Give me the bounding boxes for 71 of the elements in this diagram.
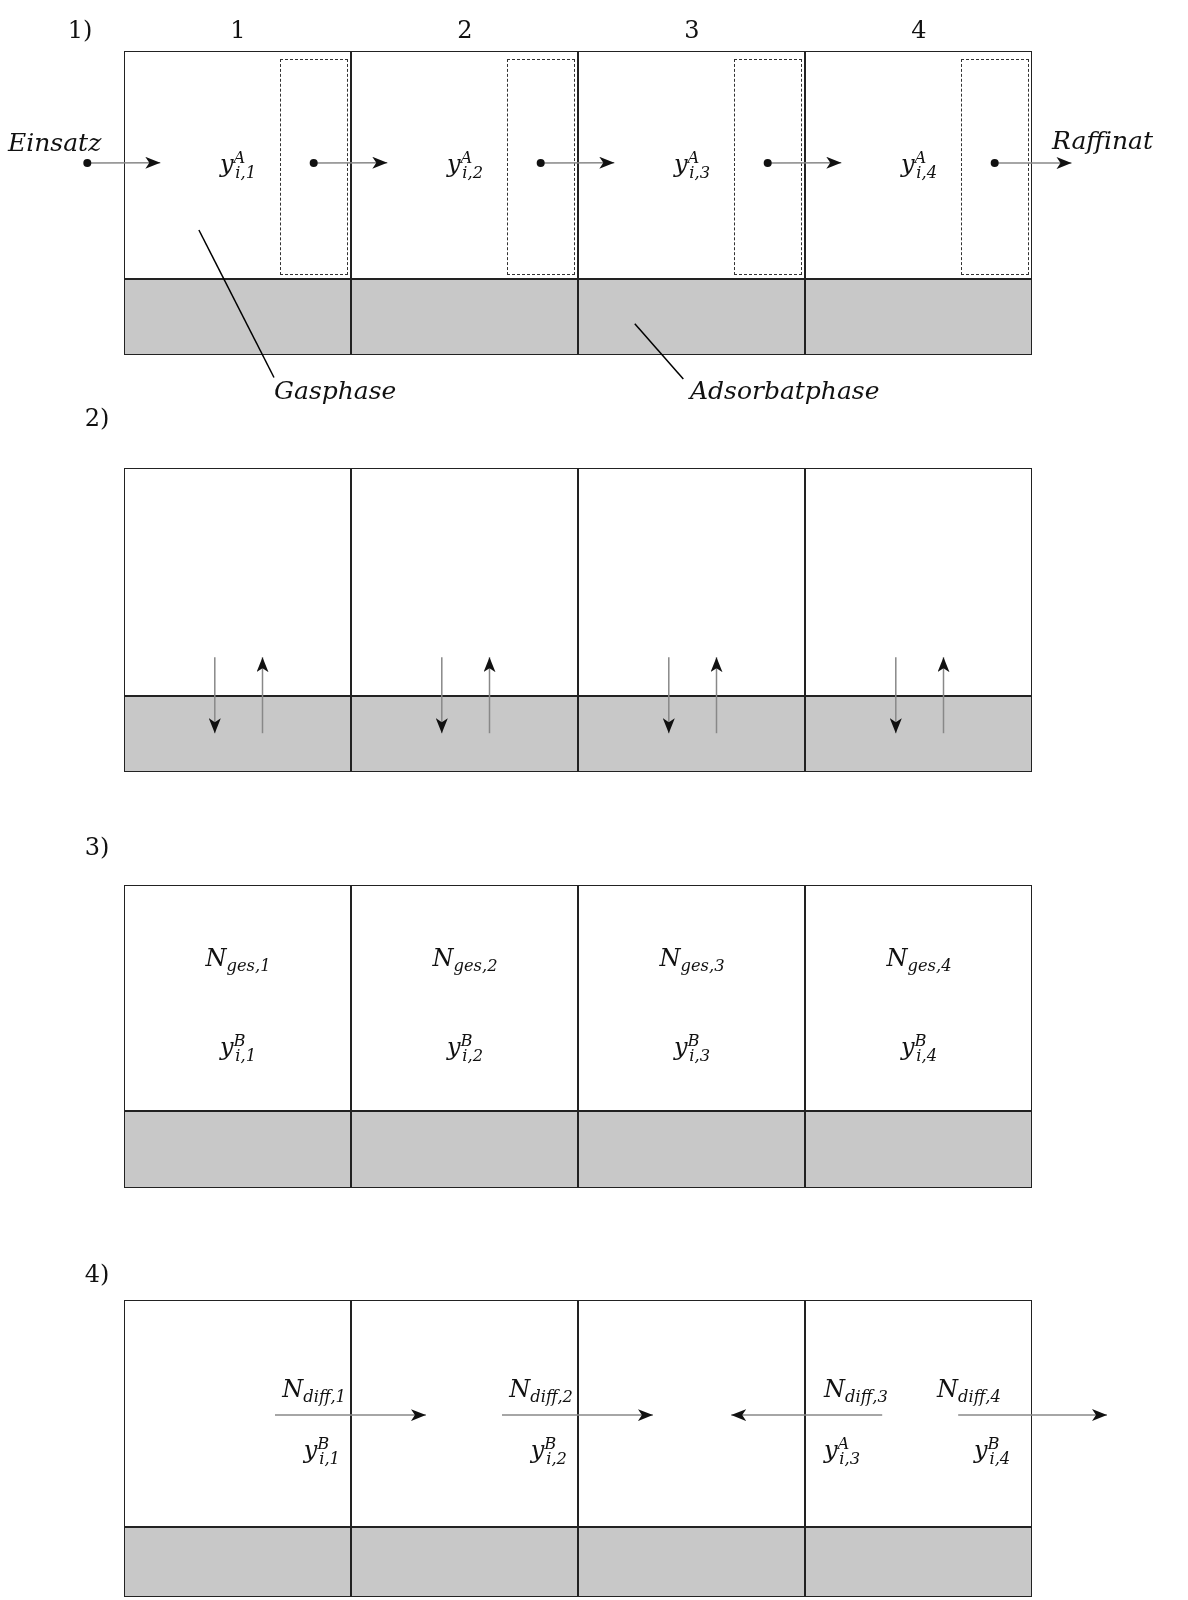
arrow <box>83 156 162 169</box>
column-cell <box>124 1300 351 1527</box>
adsorbent-bed-cell <box>805 696 1032 772</box>
arrow <box>274 1409 427 1422</box>
column-cell <box>805 885 1032 1111</box>
arrow <box>957 1409 1108 1421</box>
adsorbent-bed-cell <box>124 1111 351 1188</box>
cell-number: 3 <box>684 16 700 44</box>
arrow <box>763 156 843 169</box>
column-cell <box>124 885 351 1111</box>
adsorbent-bed-cell <box>805 1111 1032 1188</box>
leader-line <box>198 229 275 379</box>
adsorbent-bed-cell <box>124 1527 351 1597</box>
column-cell <box>124 468 351 696</box>
formula-label: N$_{diff,3}$ <box>824 1374 888 1404</box>
column-cell <box>351 1300 578 1527</box>
arrow <box>435 656 448 734</box>
arrow <box>483 656 496 734</box>
dashed-box <box>734 59 802 275</box>
arrow <box>256 656 269 734</box>
stream-label: Adsorbatphase <box>690 376 915 406</box>
adsorbent-bed-cell <box>351 696 578 772</box>
column-cell <box>805 1300 1032 1527</box>
arrow <box>501 1409 654 1422</box>
column-cell <box>805 468 1032 696</box>
formula-label: N$_{ges,4}$ <box>886 943 952 973</box>
adsorbent-bed-cell <box>124 279 351 355</box>
arrow <box>730 1409 883 1422</box>
arrow <box>309 156 389 169</box>
dashed-box <box>961 59 1029 275</box>
stream-label: Raffinat <box>1052 126 1182 158</box>
panel-number: 2) <box>84 404 110 432</box>
formula-label: N$_{ges,2}$ <box>432 943 498 973</box>
adsorbent-bed-cell <box>578 1111 805 1188</box>
panel-number: 4) <box>84 1260 110 1288</box>
adsorbent-bed-cell <box>351 1111 578 1188</box>
column-cell <box>578 468 805 696</box>
arrow <box>536 156 616 169</box>
adsorbent-bed-cell <box>578 696 805 772</box>
stream-label: Einsatz <box>8 128 123 158</box>
adsorbent-bed-cell <box>578 1527 805 1597</box>
stream-label: Gasphase <box>274 376 419 406</box>
column-cell <box>351 885 578 1111</box>
cell-number: 2 <box>457 16 473 44</box>
panel-number: 3) <box>84 833 110 861</box>
adsorbent-bed-cell <box>351 1527 578 1597</box>
arrow <box>937 656 950 734</box>
panel-number: 1) <box>67 16 93 44</box>
column-cell <box>578 885 805 1111</box>
formula-label: N$_{diff,1}$ <box>282 1374 346 1404</box>
cell-number: 1 <box>230 16 246 44</box>
arrow <box>710 656 723 734</box>
cell-number: 4 <box>911 16 927 44</box>
adsorbent-bed-cell <box>805 279 1032 355</box>
formula-label: N$_{ges,3}$ <box>659 943 725 973</box>
adsorbent-bed-cell <box>124 696 351 772</box>
formula-label: N$_{ges,1}$ <box>205 943 271 973</box>
dashed-box <box>507 59 575 275</box>
adsorbent-bed-cell <box>351 279 578 355</box>
arrow <box>662 656 675 734</box>
adsorbent-bed-cell <box>805 1527 1032 1597</box>
arrow <box>208 656 221 734</box>
formula-label: N$_{diff,4}$ <box>937 1374 1001 1404</box>
leader-line <box>634 323 685 380</box>
adsorbent-bed-cell <box>578 279 805 355</box>
column-cell <box>578 1300 805 1527</box>
arrow <box>889 656 902 734</box>
column-cell <box>351 468 578 696</box>
formula-label: N$_{diff,2}$ <box>509 1374 573 1404</box>
dashed-box <box>280 59 348 275</box>
arrow <box>990 157 1073 170</box>
